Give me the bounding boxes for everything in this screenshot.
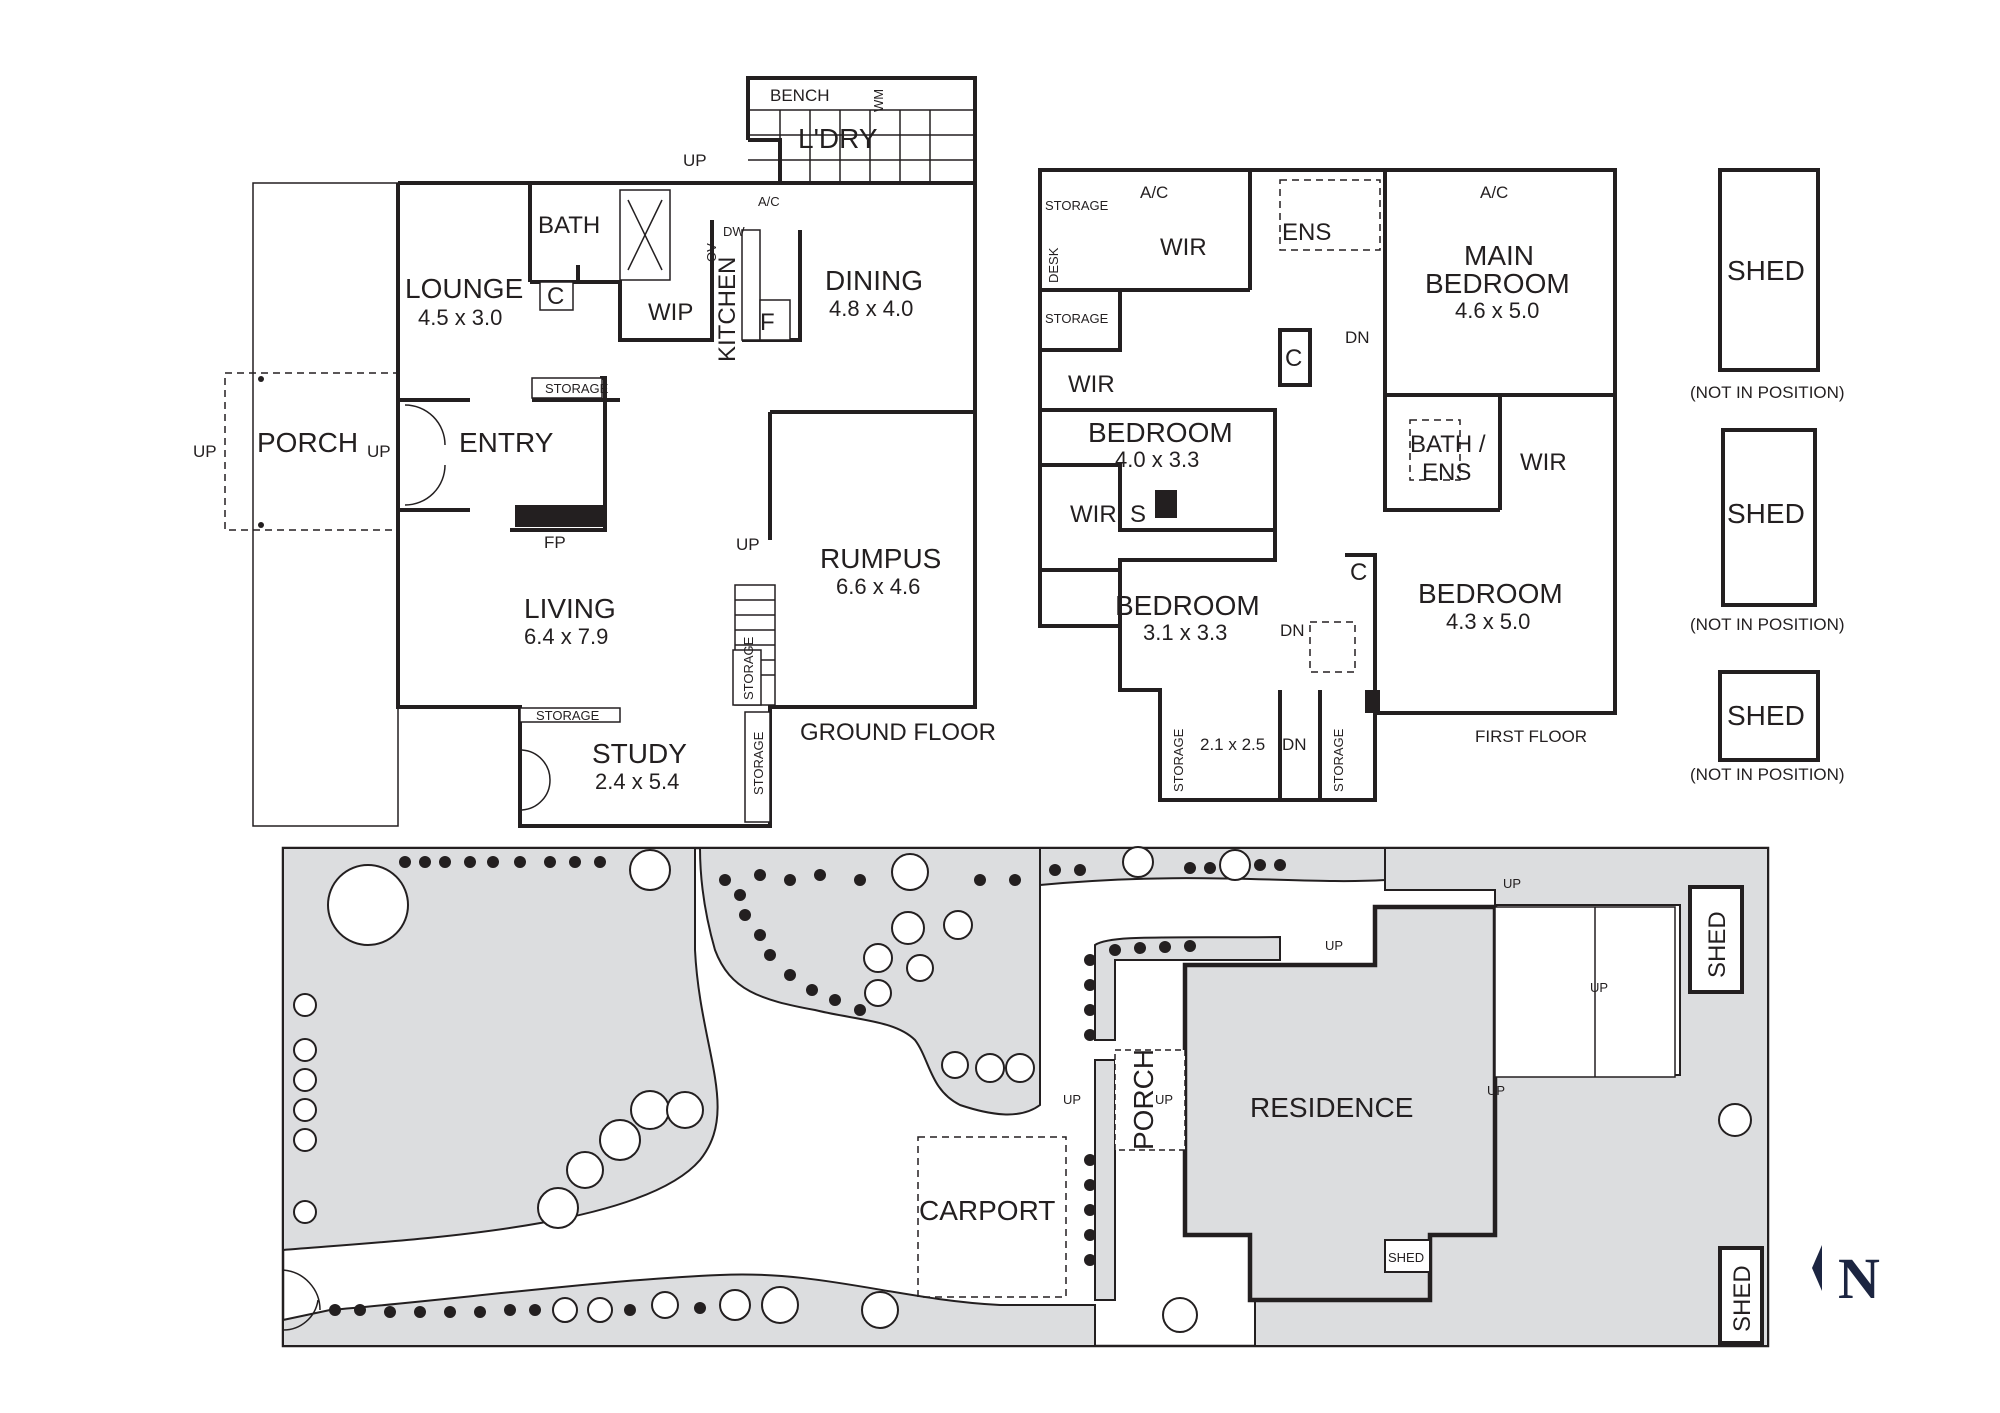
first-floor-labels: STORAGE STORAGE DESK A/C A/C WIR ENS MAI… [1045,183,1587,792]
ff-storage-2: STORAGE [1045,311,1109,326]
laundry-label: L'DRY [798,123,878,154]
ff-dn-2: DN [1280,621,1305,640]
main-bedroom-line2: BEDROOM [1425,268,1570,299]
ground-floor-title: GROUND FLOOR [800,719,996,746]
storage-label-entry: STORAGE [545,381,609,396]
ff-storage-1: STORAGE [1045,198,1109,213]
bedroom2-dim: 3.1 x 3.3 [1143,620,1227,645]
cupboard-label: C [547,283,564,310]
wir-main: WIR [1160,234,1207,261]
carport-label: CARPORT [919,1195,1055,1226]
shed-note-1: (NOT IN POSITION) [1690,383,1845,402]
dw-label: DW [723,224,745,239]
s-label: S [1130,501,1146,528]
site-plan [281,846,1770,1348]
ff-cupboard-2: C [1350,559,1367,586]
porch-label: PORCH [257,427,358,458]
wip-label: WIP [648,299,693,326]
fridge-label: F [760,309,775,336]
lounge-label: LOUNGE [405,273,523,304]
bench-label: BENCH [770,86,830,105]
shed-note-3: (NOT IN POSITION) [1690,765,1845,784]
porch-up-label: UP [193,442,217,461]
main-bedroom-line1: MAIN [1464,240,1534,271]
ff-ac-2: A/C [1480,183,1508,202]
bedroom3-dim: 4.3 x 5.0 [1446,609,1530,634]
ff-cupboard-1: C [1285,345,1302,372]
laundry-up-label: UP [683,151,707,170]
bedroom3-label: BEDROOM [1418,578,1563,609]
shed-label-3: SHED [1727,700,1805,731]
dining-label: DINING [825,265,923,296]
site-shrubs [329,856,1286,1318]
site-plan-labels: RESIDENCE PORCH CARPORT SHED SHED SHED U… [919,876,1756,1332]
site-porch-label: PORCH [1128,1049,1159,1150]
ground-floor-labels: PORCH ENTRY LOUNGE 4.5 x 3.0 BATH WIP KI… [193,86,996,795]
storage-label-study: STORAGE [536,708,600,723]
bedroom2-label: BEDROOM [1115,590,1260,621]
ground-floor-plan [224,76,977,828]
ff-storage-3: STORAGE [1171,728,1186,792]
wir-bed1: WIR [1068,371,1115,398]
sheds-legend: SHED (NOT IN POSITION) SHED (NOT IN POSI… [1690,168,1845,784]
site-trees [293,846,1752,1333]
ff-dn-3: DN [1282,735,1307,754]
balcony-dim: 2.1 x 2.5 [1200,735,1265,754]
stair-up-label: UP [736,535,760,554]
residence-label: RESIDENCE [1250,1092,1413,1123]
bedroom1-dim: 4.0 x 3.3 [1115,447,1199,472]
ff-ac-1: A/C [1140,183,1168,202]
rumpus-label: RUMPUS [820,543,941,574]
north-label: N [1838,1246,1880,1311]
shed-label-2: SHED [1727,498,1805,529]
storage-label-stair: STORAGE [741,636,756,700]
main-bedroom-dim: 4.6 x 5.0 [1455,298,1539,323]
bedroom1-label: BEDROOM [1088,417,1233,448]
wir-bed2: WIR [1070,501,1117,528]
storage-label-rumpus: STORAGE [751,731,766,795]
first-floor-title: FIRST FLOOR [1475,727,1587,746]
study-dim: 2.4 x 5.4 [595,769,679,794]
site-up-deck-2: UP [1590,980,1608,995]
study-label: STUDY [592,738,687,769]
dining-dim: 4.8 x 4.0 [829,296,913,321]
site-up-porch: UP [1063,1092,1081,1107]
bath-label: BATH [538,212,600,239]
shed-label-1: SHED [1727,255,1805,286]
living-dim: 6.4 x 7.9 [524,624,608,649]
site-up-deck-1: UP [1503,876,1521,891]
site-up-rear: UP [1325,938,1343,953]
ff-storage-4: STORAGE [1331,728,1346,792]
site-shed-label-3: SHED [1388,1250,1424,1265]
north-arrow: N [1812,1245,1880,1311]
rumpus-dim: 6.6 x 4.6 [836,574,920,599]
ff-dn-1: DN [1345,328,1370,347]
entry-up-label: UP [367,442,391,461]
desk-label: DESK [1046,247,1061,283]
laundry-tiles [748,110,975,183]
fireplace-label: FP [544,533,566,552]
ac-label: A/C [758,194,780,209]
site-up-door: UP [1155,1092,1173,1107]
ov-label: OV [704,243,719,262]
bath-ens-line2: ENS [1422,459,1471,486]
wm-label: WM [871,89,886,112]
shed-note-2: (NOT IN POSITION) [1690,615,1845,634]
ens-label: ENS [1282,219,1331,246]
site-up-deck-3: UP [1487,1083,1505,1098]
wir-bed3: WIR [1520,449,1567,476]
site-shed-label-2: SHED [1729,1265,1756,1332]
site-shed-label-1: SHED [1704,911,1731,978]
first-floor-plan [1038,168,1617,802]
living-label: LIVING [524,593,616,624]
entry-label: ENTRY [459,427,554,458]
lounge-dim: 4.5 x 3.0 [418,305,502,330]
bath-ens-line1: BATH / [1410,431,1486,458]
kitchen-label: KITCHEN [714,257,741,362]
